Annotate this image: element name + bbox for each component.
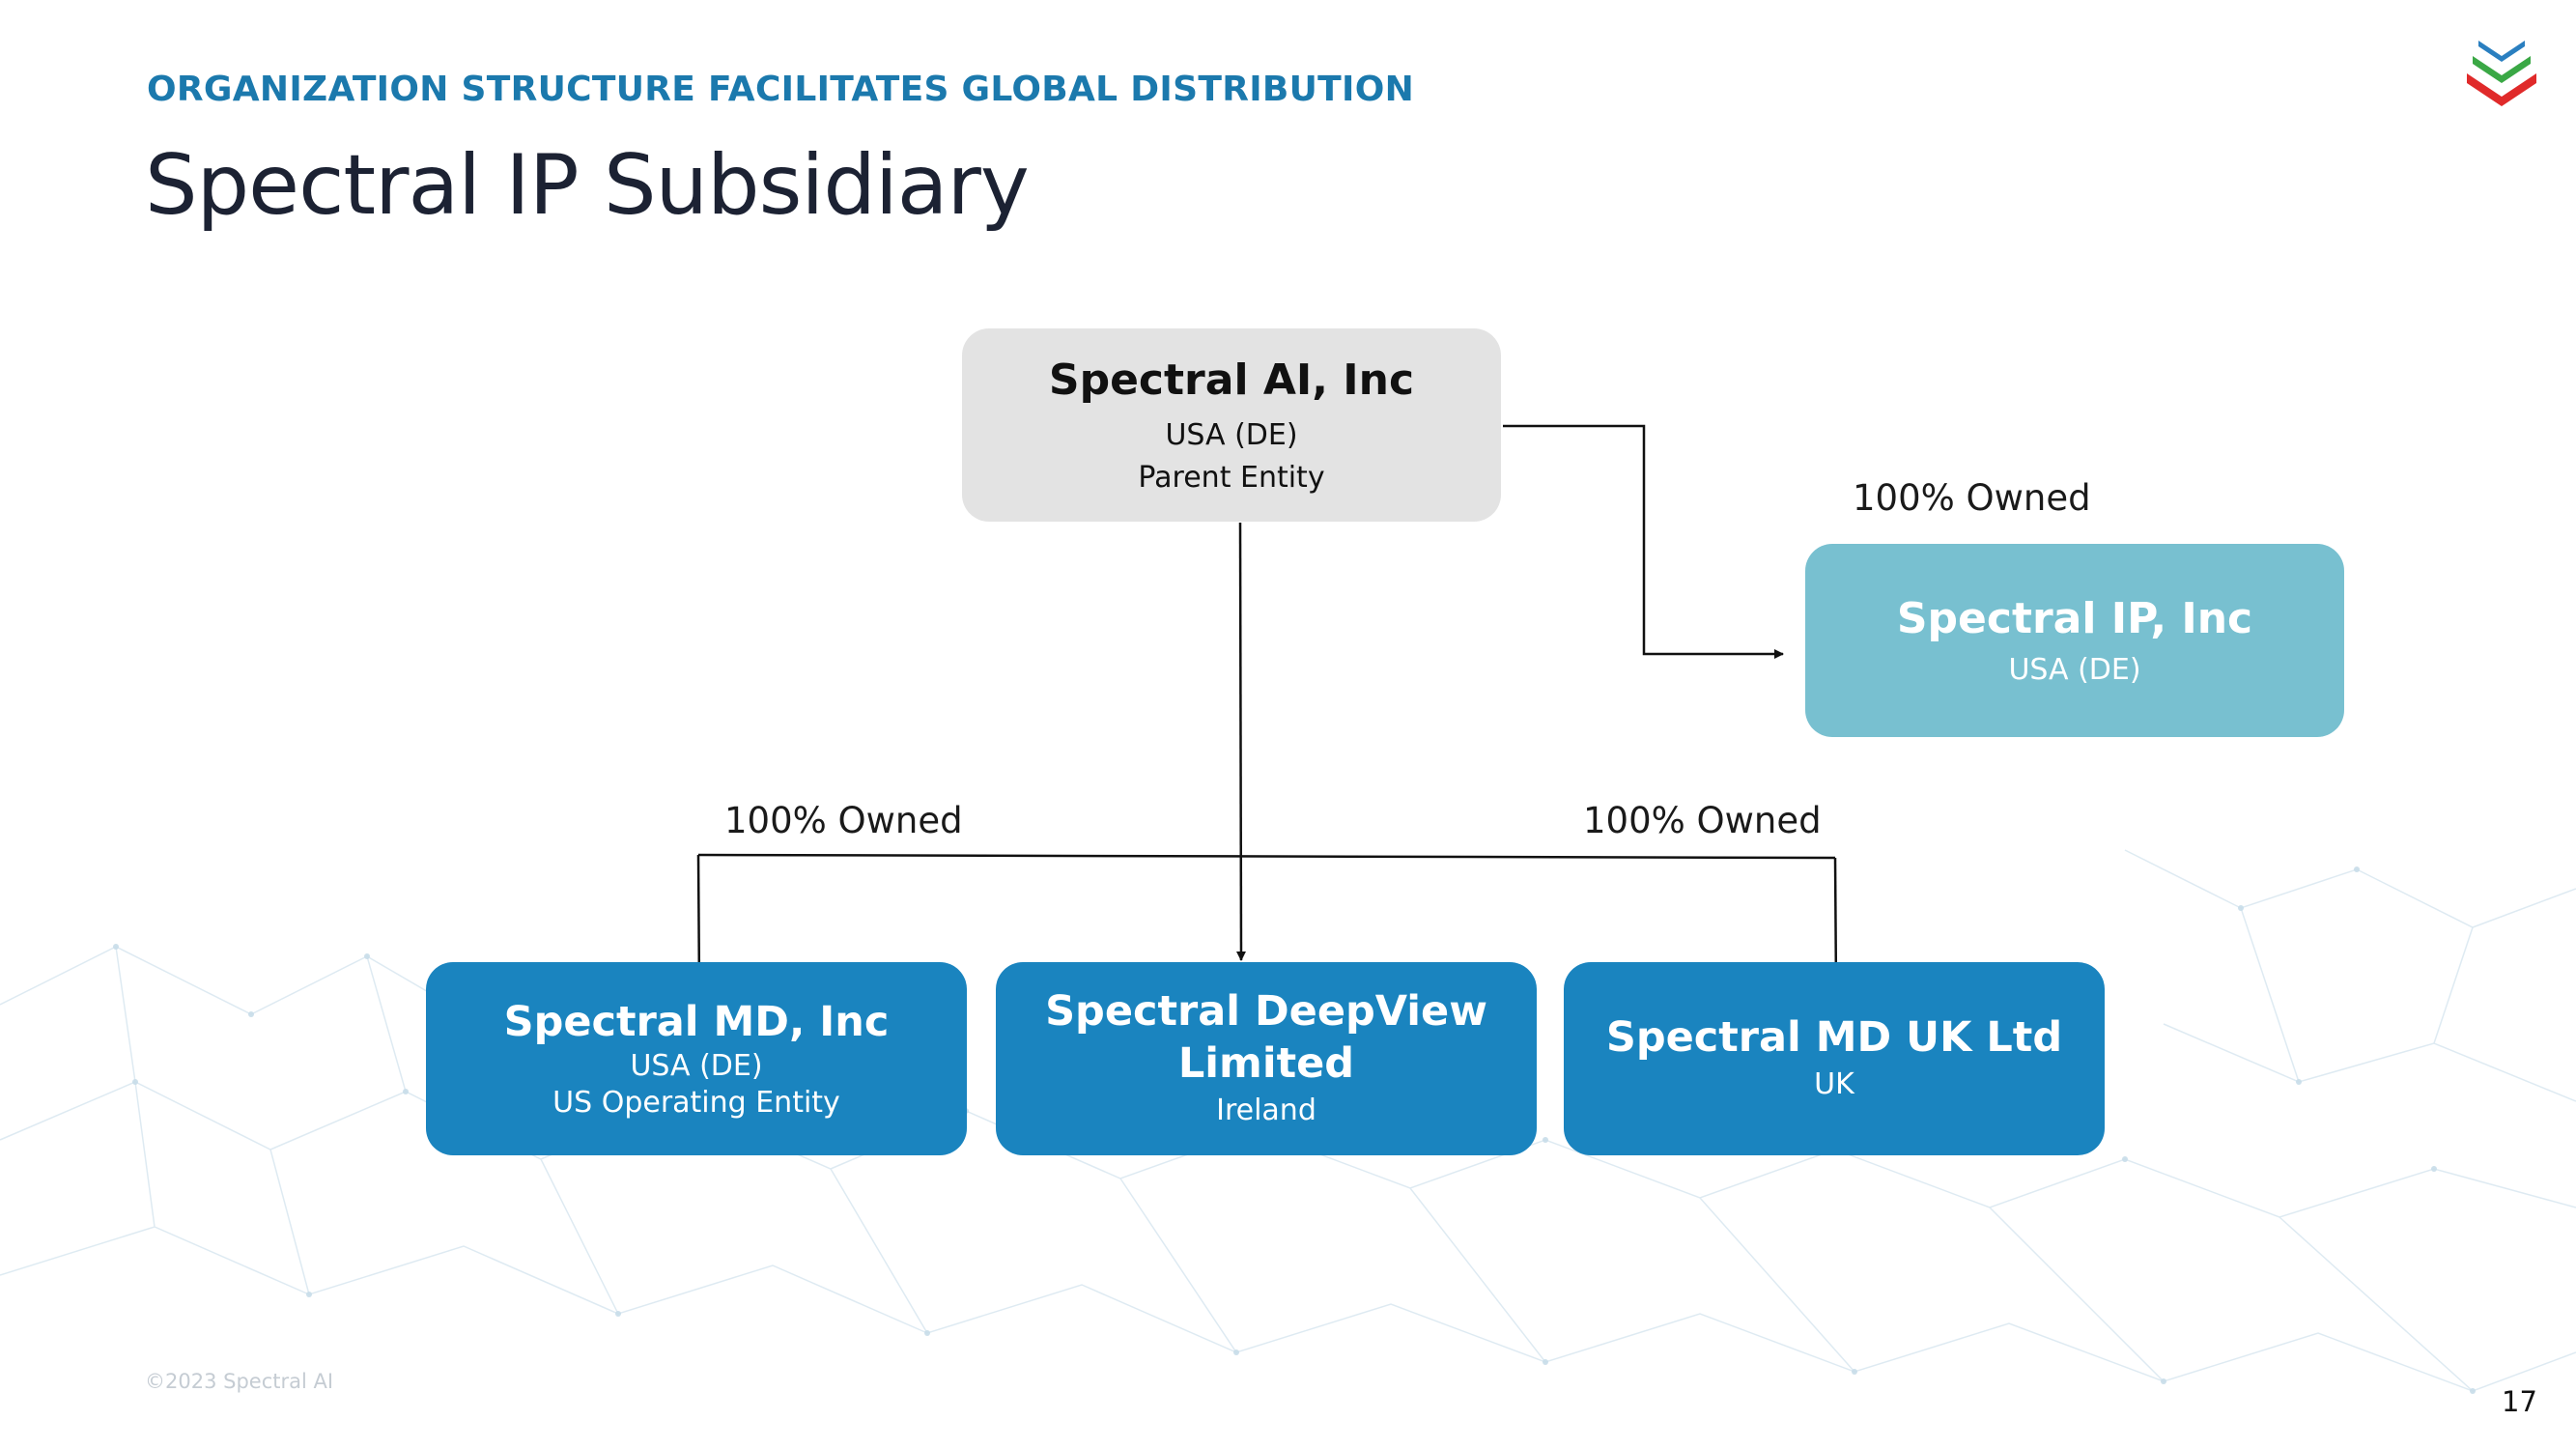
entity-jurisdiction: USA (DE)	[2008, 653, 2141, 687]
entity-box-md: Spectral MD, Inc USA (DE) US Operating E…	[426, 962, 967, 1155]
entity-jurisdiction: USA (DE)	[630, 1049, 763, 1083]
entity-box-ip-subsidiary: Spectral IP, Inc USA (DE)	[1805, 544, 2344, 737]
entity-jurisdiction: USA (DE)	[1165, 418, 1298, 452]
section-eyebrow: ORGANIZATION STRUCTURE FACILITATES GLOBA…	[147, 70, 1415, 109]
entity-name: Spectral MD UK Ltd	[1605, 1013, 2063, 1062]
entity-name-line2: Limited	[1177, 1039, 1355, 1088]
connector-parent-to-deepview	[1235, 522, 1246, 961]
connector-horizontal-bar	[697, 853, 1836, 860]
entity-jurisdiction: UK	[1814, 1067, 1854, 1101]
entity-name: Spectral MD, Inc	[503, 998, 890, 1046]
entity-jurisdiction: Ireland	[1216, 1094, 1316, 1127]
page-number: 17	[2502, 1385, 2537, 1418]
ownership-label-md: 100% Owned	[724, 800, 963, 841]
ownership-label-uk: 100% Owned	[1583, 800, 1822, 841]
entity-box-uk: Spectral MD UK Ltd UK	[1564, 962, 2105, 1155]
entity-name-line1: Spectral DeepView	[1045, 987, 1487, 1036]
entity-box-parent: Spectral AI, Inc USA (DE) Parent Entity	[962, 328, 1501, 522]
entity-name: Spectral AI, Inc	[1048, 355, 1415, 405]
connector-parent-to-ip	[1503, 424, 1784, 659]
page-title: Spectral IP Subsidiary	[145, 137, 1030, 234]
ownership-label-ip: 100% Owned	[1853, 477, 2091, 519]
entity-name: Spectral IP, Inc	[1896, 594, 2253, 643]
copyright-text: ©2023 Spectral AI	[145, 1370, 334, 1393]
entity-role: US Operating Entity	[552, 1086, 840, 1120]
spectral-chevron-logo-icon	[2467, 41, 2536, 106]
entity-box-deepview: Spectral DeepView Limited Ireland	[996, 962, 1537, 1155]
entity-role: Parent Entity	[1138, 461, 1325, 495]
